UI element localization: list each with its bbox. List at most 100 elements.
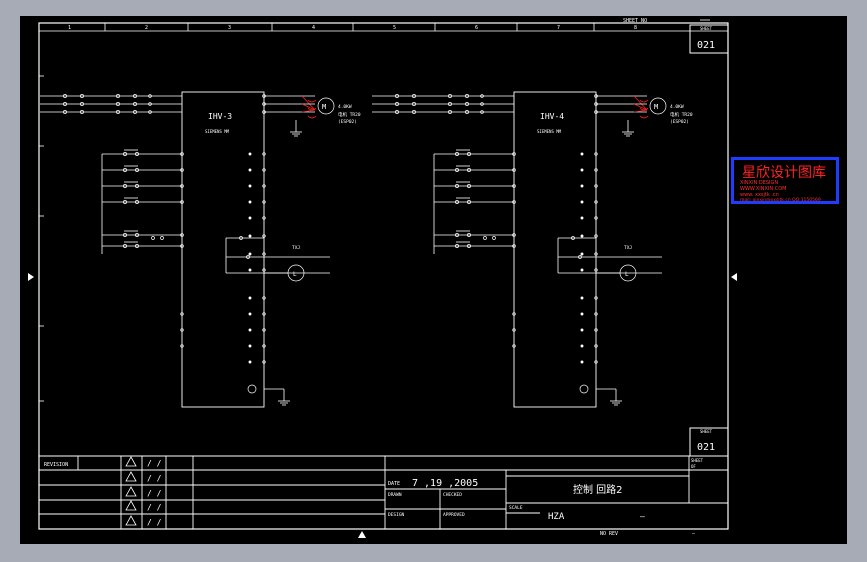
revision-triangle-icon <box>125 486 137 497</box>
inverter-input-terminal <box>180 233 184 237</box>
inverter-output-terminal <box>594 184 598 188</box>
inverter-subtitle: SIEMENS MM <box>537 129 562 134</box>
interlock-terminal <box>492 236 496 240</box>
terminal-dot <box>580 200 584 204</box>
contactor-terminal-right <box>133 94 137 98</box>
switch-terminal-left <box>123 233 127 237</box>
terminal <box>480 110 484 114</box>
inverter-input-terminal <box>180 344 184 348</box>
revision-label: REVISION <box>44 462 68 468</box>
inverter-input-terminal <box>180 168 184 172</box>
inverter-output-terminal <box>262 252 266 256</box>
switch-terminal-left <box>455 244 459 248</box>
inverter-output-terminal <box>262 102 266 106</box>
inverter-output-terminal <box>594 168 598 172</box>
outer-frame <box>38 22 729 530</box>
terminal-dot <box>248 234 252 238</box>
inverter-output-terminal <box>262 110 266 114</box>
ground-terminal-icon <box>579 384 589 394</box>
inverter-input-terminal <box>180 312 184 316</box>
scale-label: SCALE <box>509 505 523 511</box>
terminal-dot <box>580 168 584 172</box>
motor-label: M <box>654 103 658 111</box>
terminal-dot <box>248 312 252 316</box>
thermal-coil <box>639 99 649 103</box>
switch-terminal-right <box>467 168 471 172</box>
revision-triangle-icon <box>125 456 137 467</box>
contactor-terminal-left <box>116 94 120 98</box>
inverter-output-terminal <box>594 360 598 364</box>
column-number: 1 <box>68 25 71 31</box>
terminal-dot <box>580 312 584 316</box>
footer-dash: — <box>692 531 696 537</box>
thermal-coil <box>639 107 649 111</box>
fault-relay-label: TXJ <box>624 245 632 251</box>
thermal-coil <box>639 115 649 119</box>
inverter-input-terminal <box>180 152 184 156</box>
motor-note-2: 电机 TR20 <box>338 111 361 118</box>
inverter-output-terminal <box>594 328 598 332</box>
switch-terminal-right <box>135 152 139 156</box>
revision-rows: / // // // // / <box>125 456 162 527</box>
inverter-output-terminal <box>594 110 598 114</box>
relay-terminal <box>246 255 250 259</box>
switch-terminal-right <box>467 200 471 204</box>
watermark-stamp: 星欣设计图库 XINXIN DESIGN WWW.XINXIN.COM www.… <box>731 157 839 204</box>
title-dash: — <box>640 512 645 521</box>
column-number: 8 <box>634 25 637 31</box>
inverter-input-terminal <box>180 328 184 332</box>
right-centering-arrow-icon <box>731 273 737 281</box>
inverter-label: IHV-3 <box>208 112 232 121</box>
sheet-tag-top: SHEET <box>700 26 713 31</box>
motor-note-3: (ESP02) <box>670 119 689 125</box>
inverter-output-terminal <box>594 268 598 272</box>
switch-terminal-right <box>135 233 139 237</box>
terminal-dot <box>248 360 252 364</box>
breaker-terminal-left <box>395 110 399 114</box>
switch-terminal-left <box>455 200 459 204</box>
footer-label: NO REV <box>600 531 618 537</box>
inverter-input-terminal <box>512 244 516 248</box>
ground-terminal-icon <box>247 384 257 394</box>
drawing-title: 控制 回路2 <box>573 483 623 496</box>
inverter-output-terminal <box>262 168 266 172</box>
inverter-output-terminal <box>262 328 266 332</box>
inverter-input-terminal <box>512 344 516 348</box>
switch-terminal-left <box>455 152 459 156</box>
contactor-terminal-left <box>116 110 120 114</box>
motor-feed <box>633 103 648 111</box>
terminal <box>148 110 152 114</box>
column-number: 5 <box>393 25 396 31</box>
switch-terminal-right <box>467 184 471 188</box>
contactor-terminal-right <box>133 102 137 106</box>
interlock-terminal <box>483 236 487 240</box>
inverter-subtitle: SIEMENS MM <box>205 129 230 134</box>
inverter-output-terminal <box>262 152 266 156</box>
inverter-input-terminal <box>512 184 516 188</box>
project-code: HZA <box>548 512 565 522</box>
terminal-dot <box>248 216 252 220</box>
inverter-input-terminal <box>512 200 516 204</box>
terminal-dot <box>580 152 584 156</box>
contactor-terminal-right <box>133 110 137 114</box>
inverter-input-terminal <box>180 200 184 204</box>
left-border-ticks <box>39 75 44 402</box>
terminal-dot <box>580 296 584 300</box>
inverter-box <box>513 91 597 408</box>
terminal-dot <box>248 328 252 332</box>
contactor-terminal-left <box>116 102 120 106</box>
inverter-output-terminal <box>262 94 266 98</box>
sheet-number-top: 021 <box>697 40 715 51</box>
switch-terminal-right <box>467 152 471 156</box>
switch-terminal-right <box>467 244 471 248</box>
inverter-output-terminal <box>262 268 266 272</box>
watermark-line-2: WWW.XINXIN.COM <box>740 186 787 192</box>
revision-triangle-icon <box>125 471 137 482</box>
column-number: 2 <box>145 25 148 31</box>
terminal-dot <box>248 268 252 272</box>
sheet-right-label-1: SHEET <box>691 458 704 463</box>
inverter-output-terminal <box>594 200 598 204</box>
breaker-terminal-left <box>395 94 399 98</box>
